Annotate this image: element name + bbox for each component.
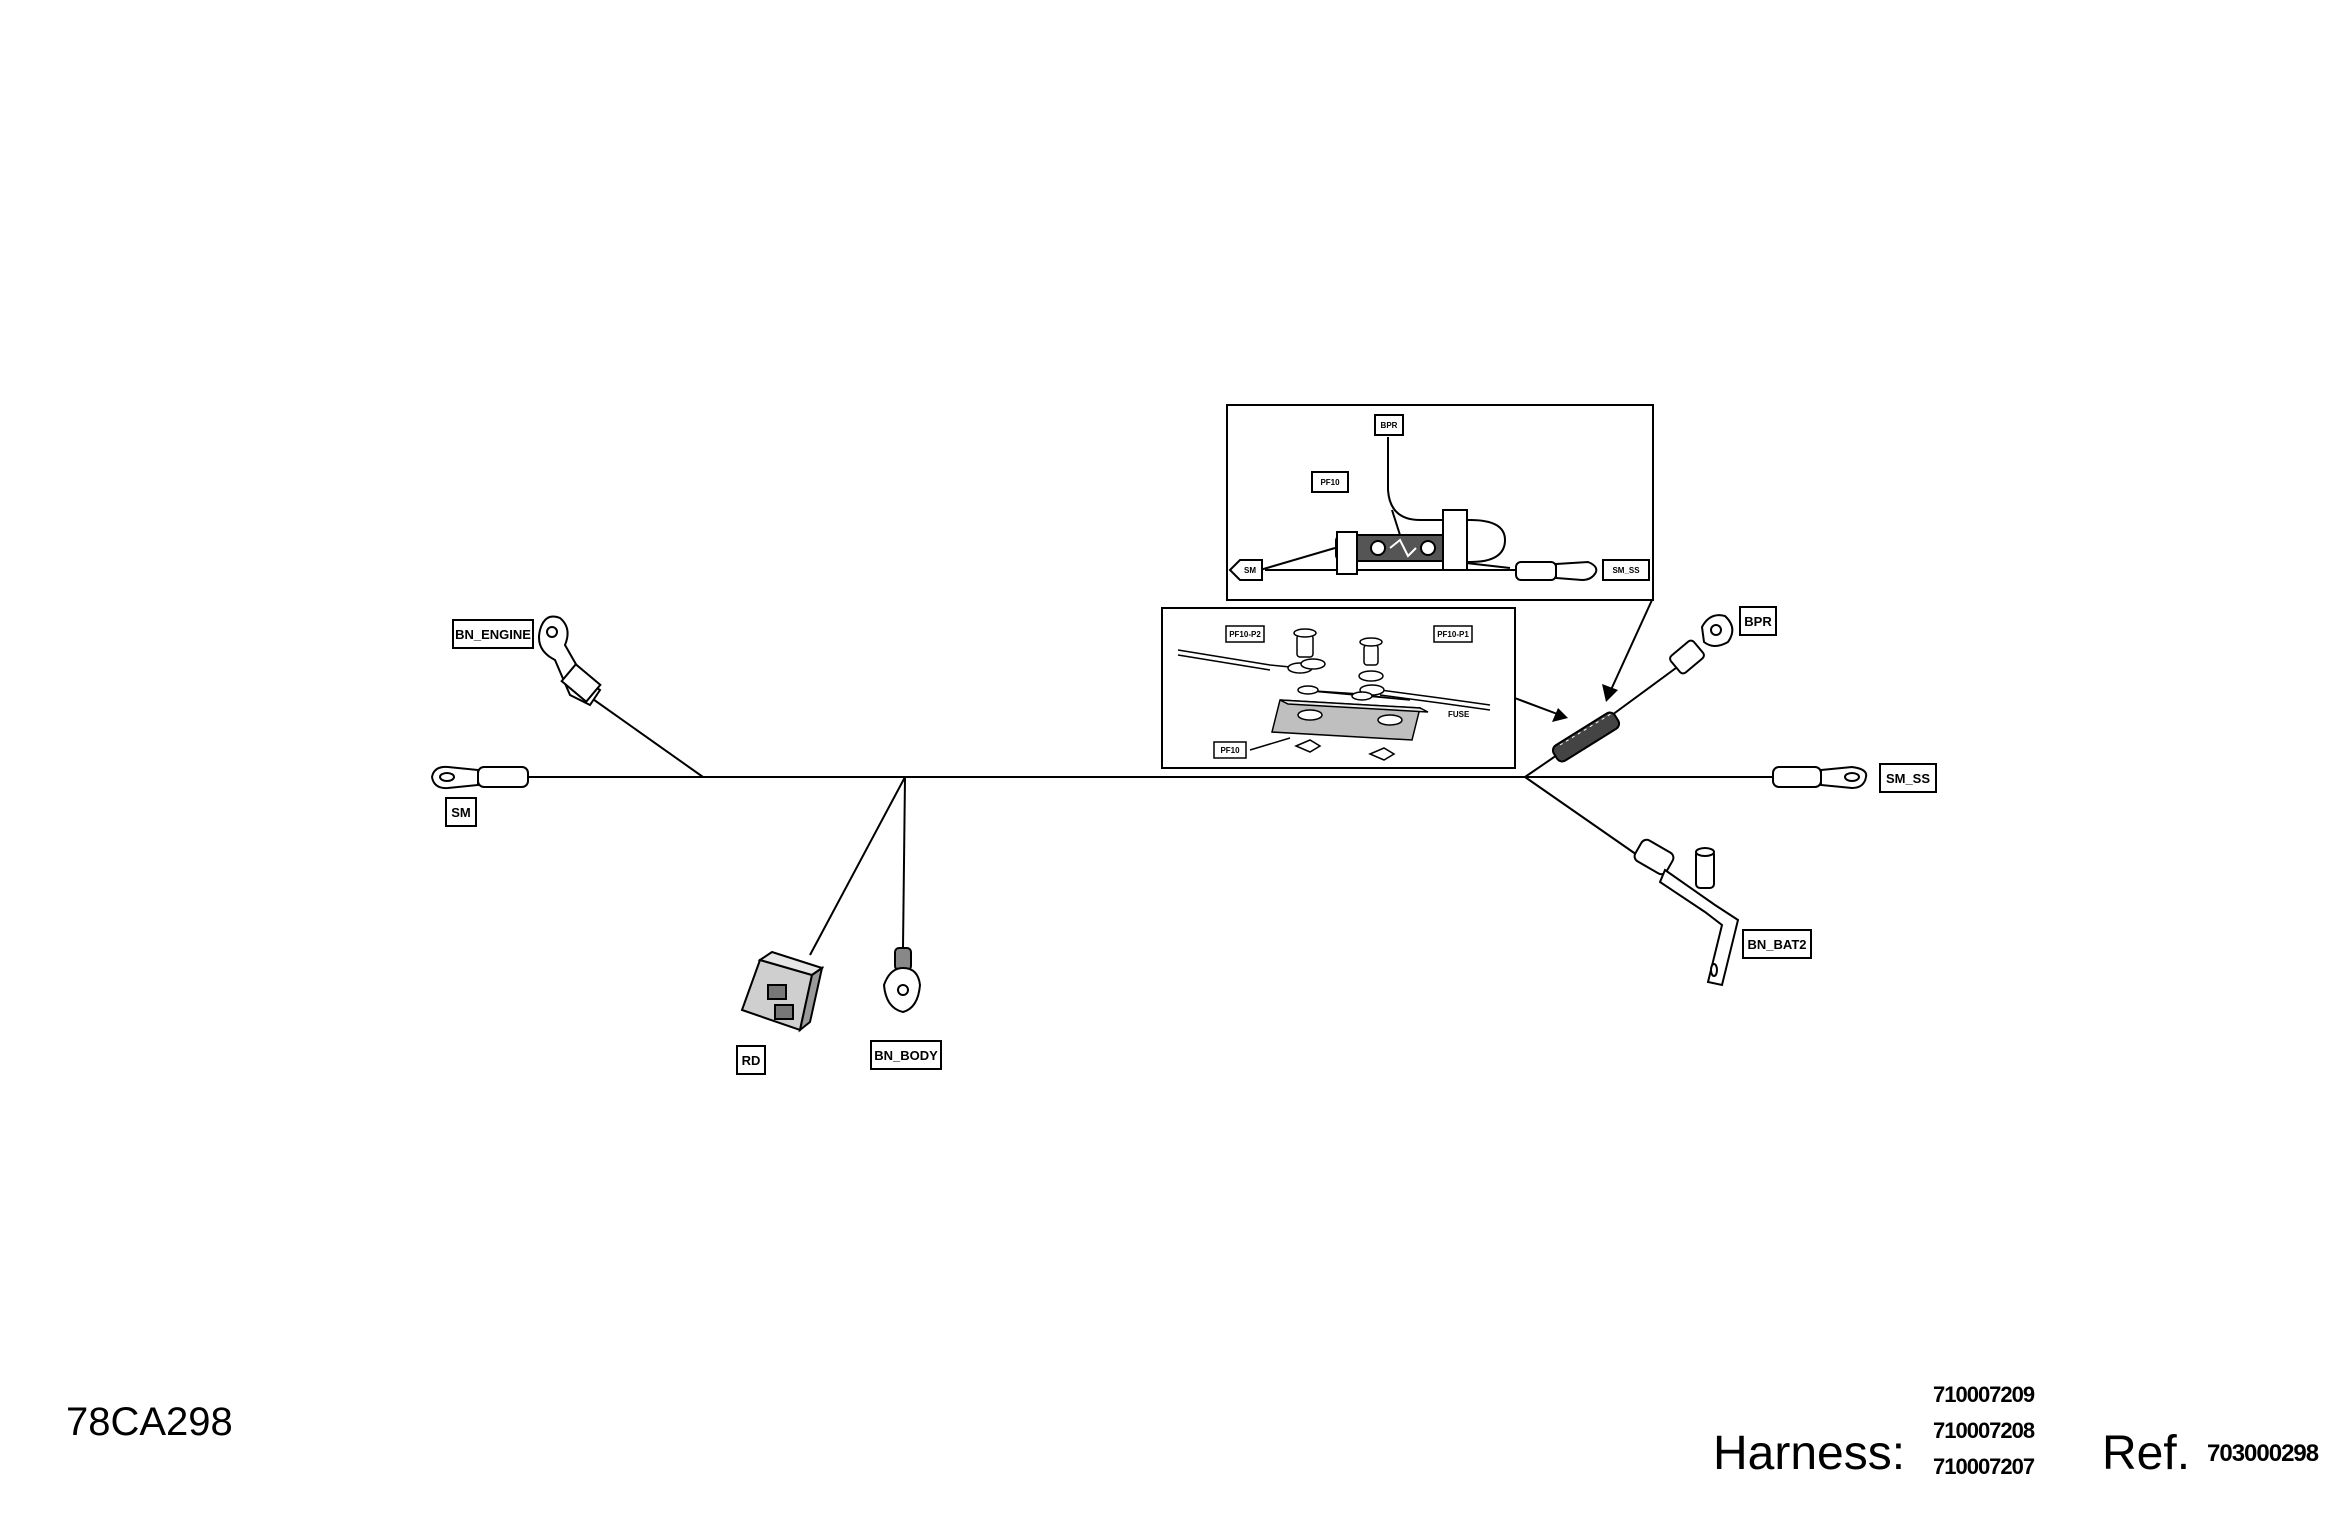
detail-box-fuse-holder: BPR PF10 SM SM_SS bbox=[1226, 404, 1654, 601]
svg-text:RD: RD bbox=[742, 1053, 761, 1068]
wire-rd bbox=[809, 776, 906, 956]
svg-text:SM: SM bbox=[1244, 566, 1256, 575]
tag-rd: RD bbox=[736, 1045, 766, 1075]
detail-tag-bpr: BPR bbox=[1374, 414, 1404, 436]
ref-number: 703000298 bbox=[2207, 1440, 2319, 1467]
bpr-terminal-icon bbox=[1669, 614, 1734, 675]
bn-body-terminal-icon bbox=[882, 947, 922, 1014]
drawing-code: 78CA298 bbox=[66, 1400, 233, 1444]
tag-bn-body: BN_BODY bbox=[870, 1040, 942, 1070]
tag-bn-engine: BN_ENGINE bbox=[452, 619, 534, 649]
callout-leader-bottom bbox=[1511, 696, 1561, 716]
tag-bn-bat2: BN_BAT2 bbox=[1742, 929, 1812, 959]
wire-bn-engine bbox=[589, 696, 704, 778]
svg-text:BN_BODY: BN_BODY bbox=[874, 1048, 938, 1063]
detail-tag-pf10-p2: PF10-P2 bbox=[1225, 625, 1265, 643]
svg-text:SM: SM bbox=[451, 805, 471, 820]
tag-sm: SM bbox=[445, 797, 477, 827]
sm-terminal-icon bbox=[430, 765, 529, 790]
arrow-head-top bbox=[1602, 684, 1618, 702]
bn-engine-terminal-icon bbox=[538, 615, 602, 707]
harness-number: 710007209 bbox=[1933, 1382, 2035, 1407]
svg-text:BN_BAT2: BN_BAT2 bbox=[1748, 937, 1807, 952]
detail-tag-pf10-bottom: PF10 bbox=[1213, 737, 1291, 759]
detail-tag-pf10-p1: PF10-P1 bbox=[1433, 625, 1473, 643]
svg-text:BPR: BPR bbox=[1381, 421, 1398, 430]
svg-text:PF10-P1: PF10-P1 bbox=[1437, 630, 1469, 639]
rd-connector-icon bbox=[740, 950, 825, 1033]
harness-number-list: 710007209 710007208 710007207 bbox=[1933, 1377, 2035, 1485]
svg-text:PF10: PF10 bbox=[1320, 478, 1340, 487]
detail-label-fuse: FUSE bbox=[1448, 710, 1470, 719]
inline-fuse-holder-icon bbox=[1551, 711, 1621, 763]
detail-tag-sm-ss: SM_SS bbox=[1602, 559, 1650, 581]
svg-text:SM_SS: SM_SS bbox=[1886, 771, 1930, 786]
callout-leader-top bbox=[1609, 599, 1653, 693]
arrow-head-bottom bbox=[1552, 708, 1568, 722]
bn-bat2-terminal-icon bbox=[1633, 838, 1740, 987]
detail-tag-pf10: PF10 bbox=[1311, 471, 1349, 493]
tag-bpr: BPR bbox=[1739, 606, 1777, 636]
svg-text:BPR: BPR bbox=[1744, 614, 1772, 629]
svg-text:PF10: PF10 bbox=[1220, 746, 1240, 755]
svg-text:SM_SS: SM_SS bbox=[1612, 566, 1640, 575]
ref-label: Ref. bbox=[2102, 1427, 2191, 1480]
detail-tag-sm: SM bbox=[1228, 559, 1263, 581]
harness-label: Harness: bbox=[1713, 1427, 1906, 1480]
wire-bn-bat2 bbox=[1524, 776, 1641, 858]
svg-text:BN_ENGINE: BN_ENGINE bbox=[455, 627, 531, 642]
wire-fuse-holder bbox=[1524, 752, 1561, 778]
harness-number: 710007208 bbox=[1933, 1418, 2035, 1443]
svg-text:PF10-P2: PF10-P2 bbox=[1229, 630, 1261, 639]
wire-bn-body bbox=[902, 776, 906, 949]
tag-sm-ss: SM_SS bbox=[1879, 763, 1937, 793]
harness-number: 710007207 bbox=[1933, 1454, 2035, 1479]
wire-bpr bbox=[1611, 664, 1681, 716]
detail-box-fuse-exploded: PF10-P2 PF10-P1 FUSE PF10 bbox=[1161, 607, 1516, 769]
sm-ss-terminal-icon bbox=[1772, 765, 1868, 790]
